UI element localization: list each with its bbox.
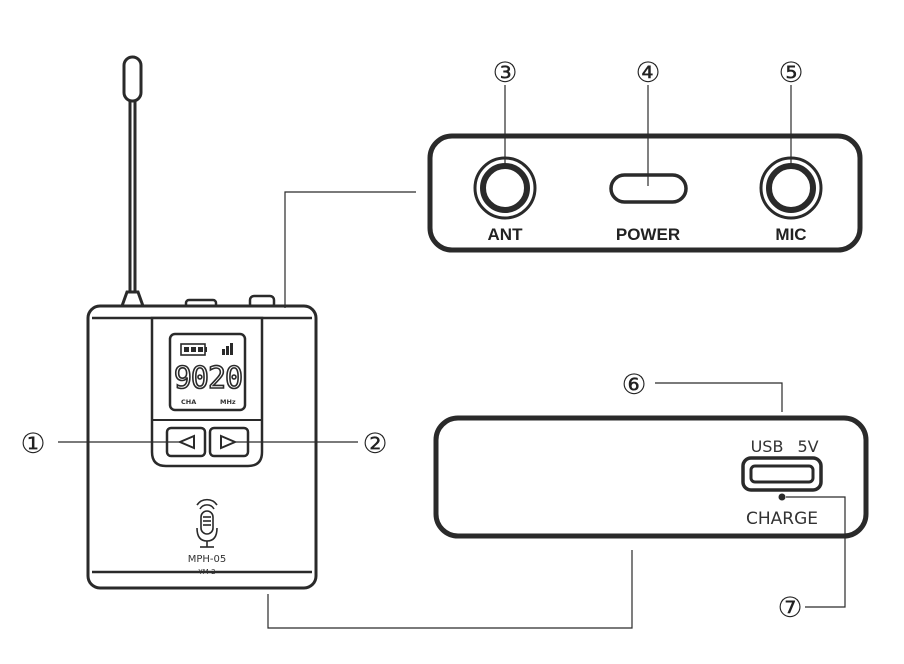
power-label: POWER xyxy=(616,225,680,244)
leader-line-6 xyxy=(655,382,783,412)
battery-icon xyxy=(180,343,207,356)
leader-line-bottom xyxy=(267,550,633,629)
charge-led xyxy=(778,493,786,501)
mhz-label: MHz xyxy=(220,398,236,406)
submodel-label: YM-2 xyxy=(197,568,215,576)
callout-5: ⑤ xyxy=(778,56,803,89)
callout-1: ① xyxy=(20,427,45,460)
antenna xyxy=(119,55,146,308)
right-triangle-icon xyxy=(220,434,238,450)
callout-3: ③ xyxy=(492,56,517,89)
charge-label: CHARGE xyxy=(746,509,818,529)
frequency-digits: 9020 xyxy=(174,361,242,396)
ant-label: ANT xyxy=(488,225,524,244)
right-arrow-button[interactable] xyxy=(208,426,250,458)
transmitter-body: 9020 CHA MHz MPH-05 YM-2 xyxy=(86,294,318,590)
usb-label: USB xyxy=(751,437,784,456)
model-label: MPH-05 xyxy=(188,554,227,565)
mic-label: MIC xyxy=(775,225,806,244)
top-panel: ANT POWER MIC xyxy=(427,133,863,253)
callout-4: ④ xyxy=(635,56,660,89)
bottom-panel: USB 5V CHARGE xyxy=(433,415,869,539)
callout-2: ② xyxy=(362,427,387,460)
microphone-icon xyxy=(196,498,218,548)
signal-icon xyxy=(222,343,233,355)
callout-7: ⑦ xyxy=(777,591,802,624)
left-triangle-icon xyxy=(177,434,195,450)
callout-6: ⑥ xyxy=(621,368,646,401)
leader-line-7 xyxy=(786,496,846,608)
leader-line-top xyxy=(284,191,416,308)
voltage-label: 5V xyxy=(797,437,818,456)
channel-label: CHA xyxy=(181,398,196,406)
